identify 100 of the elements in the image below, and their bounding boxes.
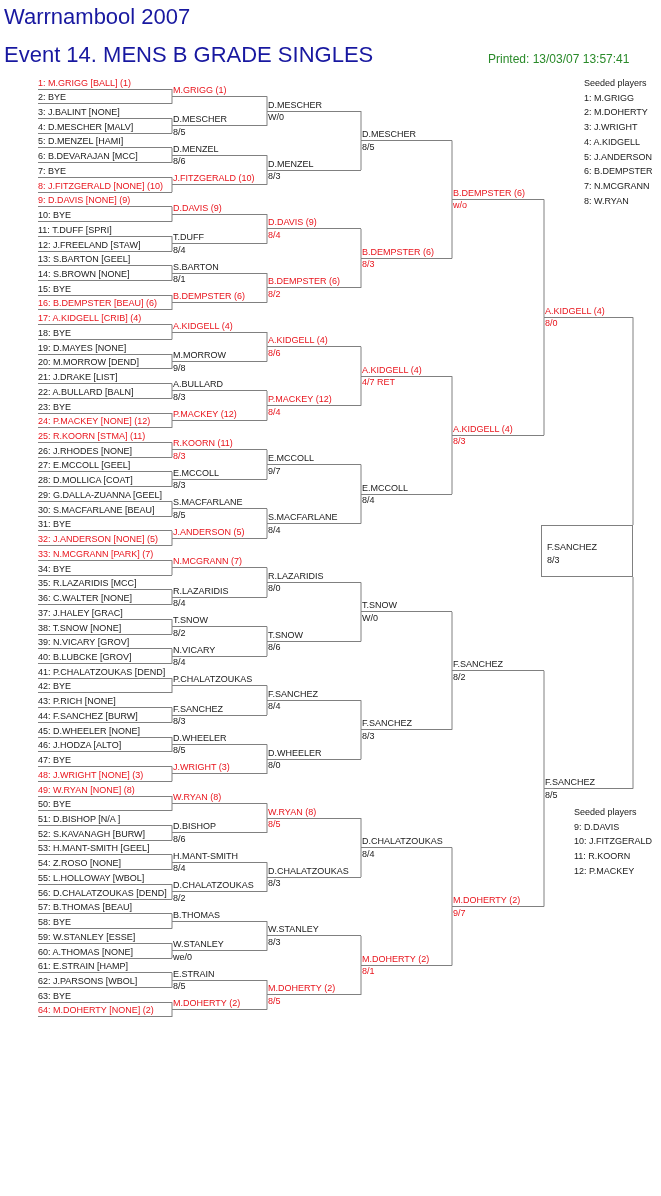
bracket-line	[171, 913, 173, 922]
match-winner: D.CHALATZOUKAS	[361, 836, 452, 849]
match-score: 9/7	[453, 907, 466, 919]
bracket-line	[171, 648, 173, 657]
bracket-line	[266, 110, 268, 127]
player-entry: 34: BYE	[38, 563, 172, 576]
bracket-line	[543, 670, 545, 790]
match-winner: B.DEMPSTER (6)	[172, 291, 267, 304]
player-entry: 57: B.THOMAS [BEAU]	[38, 902, 172, 915]
player-entry: 18: BYE	[38, 327, 172, 340]
match-score: 8/0	[268, 583, 281, 595]
bracket-line	[360, 346, 362, 377]
bracket-line	[266, 95, 268, 112]
player-entry: 23: BYE	[38, 401, 172, 414]
bracket-line	[266, 935, 268, 952]
match-winner: T.DUFF	[172, 232, 267, 245]
player-entry: 59: W.STANLEY [ESSE]	[38, 931, 172, 944]
match-winner: M.DOHERTY (2)	[172, 998, 267, 1011]
bracket-line	[171, 766, 173, 775]
player-entry: 17: A.KIDGELL [CRIB] (4)	[38, 313, 172, 326]
player-entry: 54: Z.ROSO [NONE]	[38, 858, 172, 871]
bracket-line	[171, 1009, 173, 1018]
bracket-line	[171, 117, 173, 127]
match-winner: A.KIDGELL (4)	[452, 423, 544, 436]
match-winner: A.KIDGELL (4)	[544, 305, 633, 318]
match-score: 8/5	[173, 126, 186, 138]
bracket-line	[171, 442, 173, 451]
player-entry: 46: J.HODZA [ALTO]	[38, 740, 172, 753]
player-entry: 6: B.DEVARAJAN [MCC]	[38, 151, 172, 164]
player-entry: 20: M.MORROW [DEND]	[38, 357, 172, 370]
seed-entry: 11: R.KOORN	[574, 851, 631, 863]
match-score: 8/6	[268, 347, 281, 359]
bracket-line	[451, 906, 453, 966]
match-winner: S.BARTON	[172, 261, 267, 274]
player-entry: 9: D.DAVIS [NONE] (9)	[38, 195, 172, 208]
bracket-line	[451, 140, 453, 200]
bracket-line	[360, 964, 362, 996]
match-score: 8/2	[173, 892, 186, 904]
player-entry: 26: J.RHODES [NONE]	[38, 445, 172, 458]
bracket-line	[171, 508, 173, 517]
bracket-line	[171, 272, 173, 281]
player-entry: 25: R.KOORN [STMA] (11)	[38, 431, 172, 443]
player-entry: 62: J.PARSONS [WBOL]	[38, 976, 172, 988]
bracket-line	[266, 449, 268, 466]
bracket-line	[171, 302, 173, 311]
match-score: 8/0	[268, 760, 281, 772]
seed-entry: 3: J.WRIGHT	[584, 122, 638, 134]
player-entry: 55: L.HOLLOWAY [WBOL]	[38, 872, 172, 885]
match-winner: D.MENZEL	[267, 158, 361, 171]
bracket-line	[171, 618, 173, 628]
match-winner: D.WHEELER	[172, 733, 267, 745]
match-winner: M.DOHERTY (2)	[361, 953, 452, 966]
match-winner: R.KOORN (11)	[172, 438, 267, 451]
bracket-line	[171, 125, 173, 134]
match-score: 8/0	[545, 318, 558, 330]
match-score: 8/4	[268, 229, 281, 241]
bracket-line	[171, 707, 173, 716]
bracket-line	[360, 935, 362, 966]
player-entry: 64: M.DOHERTY [NONE] (2)	[38, 1005, 172, 1018]
bracket-line	[171, 714, 173, 723]
bracket-line	[543, 316, 545, 436]
match-winner: H.MANT-SMITH	[172, 850, 267, 863]
bracket-line	[360, 228, 362, 259]
player-entry: 37: J.HALEY [GRAC]	[38, 607, 172, 620]
match-winner: W.STANLEY	[172, 939, 267, 952]
match-winner: B.DEMPSTER (6)	[452, 187, 544, 200]
match-score: 8/5	[268, 995, 281, 1007]
bracket-line	[360, 110, 362, 142]
match-score: 8/2	[173, 627, 186, 639]
match-winner: W.STANLEY	[267, 924, 361, 937]
bracket-line	[171, 383, 173, 392]
bracket-line	[171, 206, 173, 215]
match-score: 8/4	[268, 406, 281, 418]
player-entry: 24: P.MACKEY [NONE] (12)	[38, 416, 172, 429]
match-score: 8/4	[173, 244, 186, 256]
match-winner: P.MACKEY (12)	[172, 408, 267, 421]
player-entry: 42: BYE	[38, 681, 172, 694]
match-winner: R.LAZARIDIS	[172, 585, 267, 598]
match-winner: N.MCGRANN (7)	[172, 556, 267, 569]
player-entry: 28: D.MOLLICA [COAT]	[38, 475, 172, 488]
player-entry: 52: S.KAVANAGH [BURW]	[38, 828, 172, 841]
match-winner: F.SANCHEZ	[172, 703, 267, 716]
bracket-line	[266, 287, 268, 304]
bracket-line	[266, 817, 268, 834]
bracket-line	[171, 213, 173, 223]
bracket-line	[171, 795, 173, 804]
player-entry: 19: D.MAYES [NONE]	[38, 342, 172, 355]
player-entry: 50: BYE	[38, 799, 172, 812]
bracket-line	[171, 567, 173, 576]
seed-list-heading: Seeded players	[584, 78, 647, 89]
match-winner: S.MACFARLANE	[172, 497, 267, 510]
match-score: 8/3	[362, 259, 375, 271]
match-winner: A.KIDGELL (4)	[267, 335, 361, 348]
bracket-line	[266, 994, 268, 1011]
bracket-line	[171, 449, 173, 458]
match-score: 8/5	[268, 819, 281, 831]
bracket-line	[171, 331, 173, 340]
match-winner: E.MCCOLL	[267, 453, 361, 466]
bracket-line	[171, 825, 173, 834]
bracket-line	[171, 500, 173, 510]
